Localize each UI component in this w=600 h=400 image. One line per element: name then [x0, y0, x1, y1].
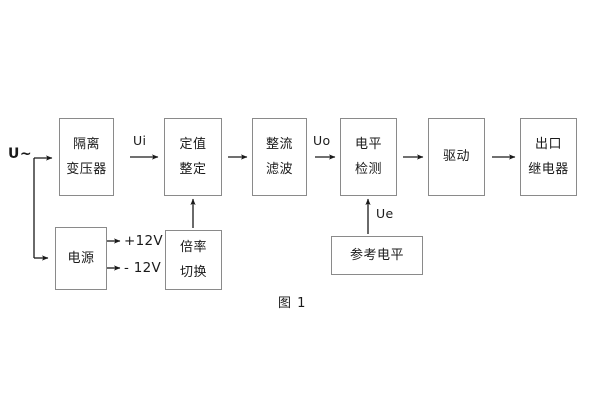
block-setting-value[interactable]: 定值 整定: [164, 118, 222, 196]
block-power-supply[interactable]: 电源: [55, 227, 107, 290]
block-output-relay[interactable]: 出口 继电器: [520, 118, 577, 196]
rail-label-negative: - 12V: [124, 260, 162, 276]
signal-label-uo: Uo: [313, 133, 331, 148]
block-line: 定值: [179, 136, 207, 152]
block-line: 电平: [354, 136, 382, 152]
signal-label-ui: Ui: [133, 133, 147, 148]
block-drive[interactable]: 驱动: [428, 118, 485, 196]
block-line: 参考电平: [349, 247, 404, 263]
block-line: 电源: [67, 250, 95, 266]
block-line: 隔离: [72, 136, 100, 152]
block-line: 滤波: [265, 162, 293, 177]
block-line: 切换: [179, 265, 207, 280]
source-label: U~: [8, 146, 33, 162]
block-line: 出口: [534, 136, 562, 152]
block-isolation-transformer[interactable]: 隔离 变压器: [59, 118, 114, 196]
block-reference-level[interactable]: 参考电平: [331, 236, 423, 275]
block-level-detection[interactable]: 电平 检测: [340, 118, 397, 196]
block-rectifier-filter[interactable]: 整流 滤波: [252, 118, 307, 196]
block-line: 整流: [265, 136, 293, 152]
block-line: 倍率: [179, 239, 207, 255]
block-line: 驱动: [442, 149, 470, 165]
block-line: 变压器: [66, 162, 107, 177]
rail-label-positive: +12V: [124, 233, 163, 249]
block-line: 继电器: [528, 162, 569, 177]
signal-label-ue: Ue: [376, 206, 394, 221]
block-multiplier-switch[interactable]: 倍率 切换: [165, 230, 222, 290]
source-branch-wire: [33, 155, 53, 261]
figure-caption: 图 1: [278, 296, 307, 311]
block-line: 整定: [179, 162, 207, 177]
block-line: 检测: [354, 162, 382, 177]
